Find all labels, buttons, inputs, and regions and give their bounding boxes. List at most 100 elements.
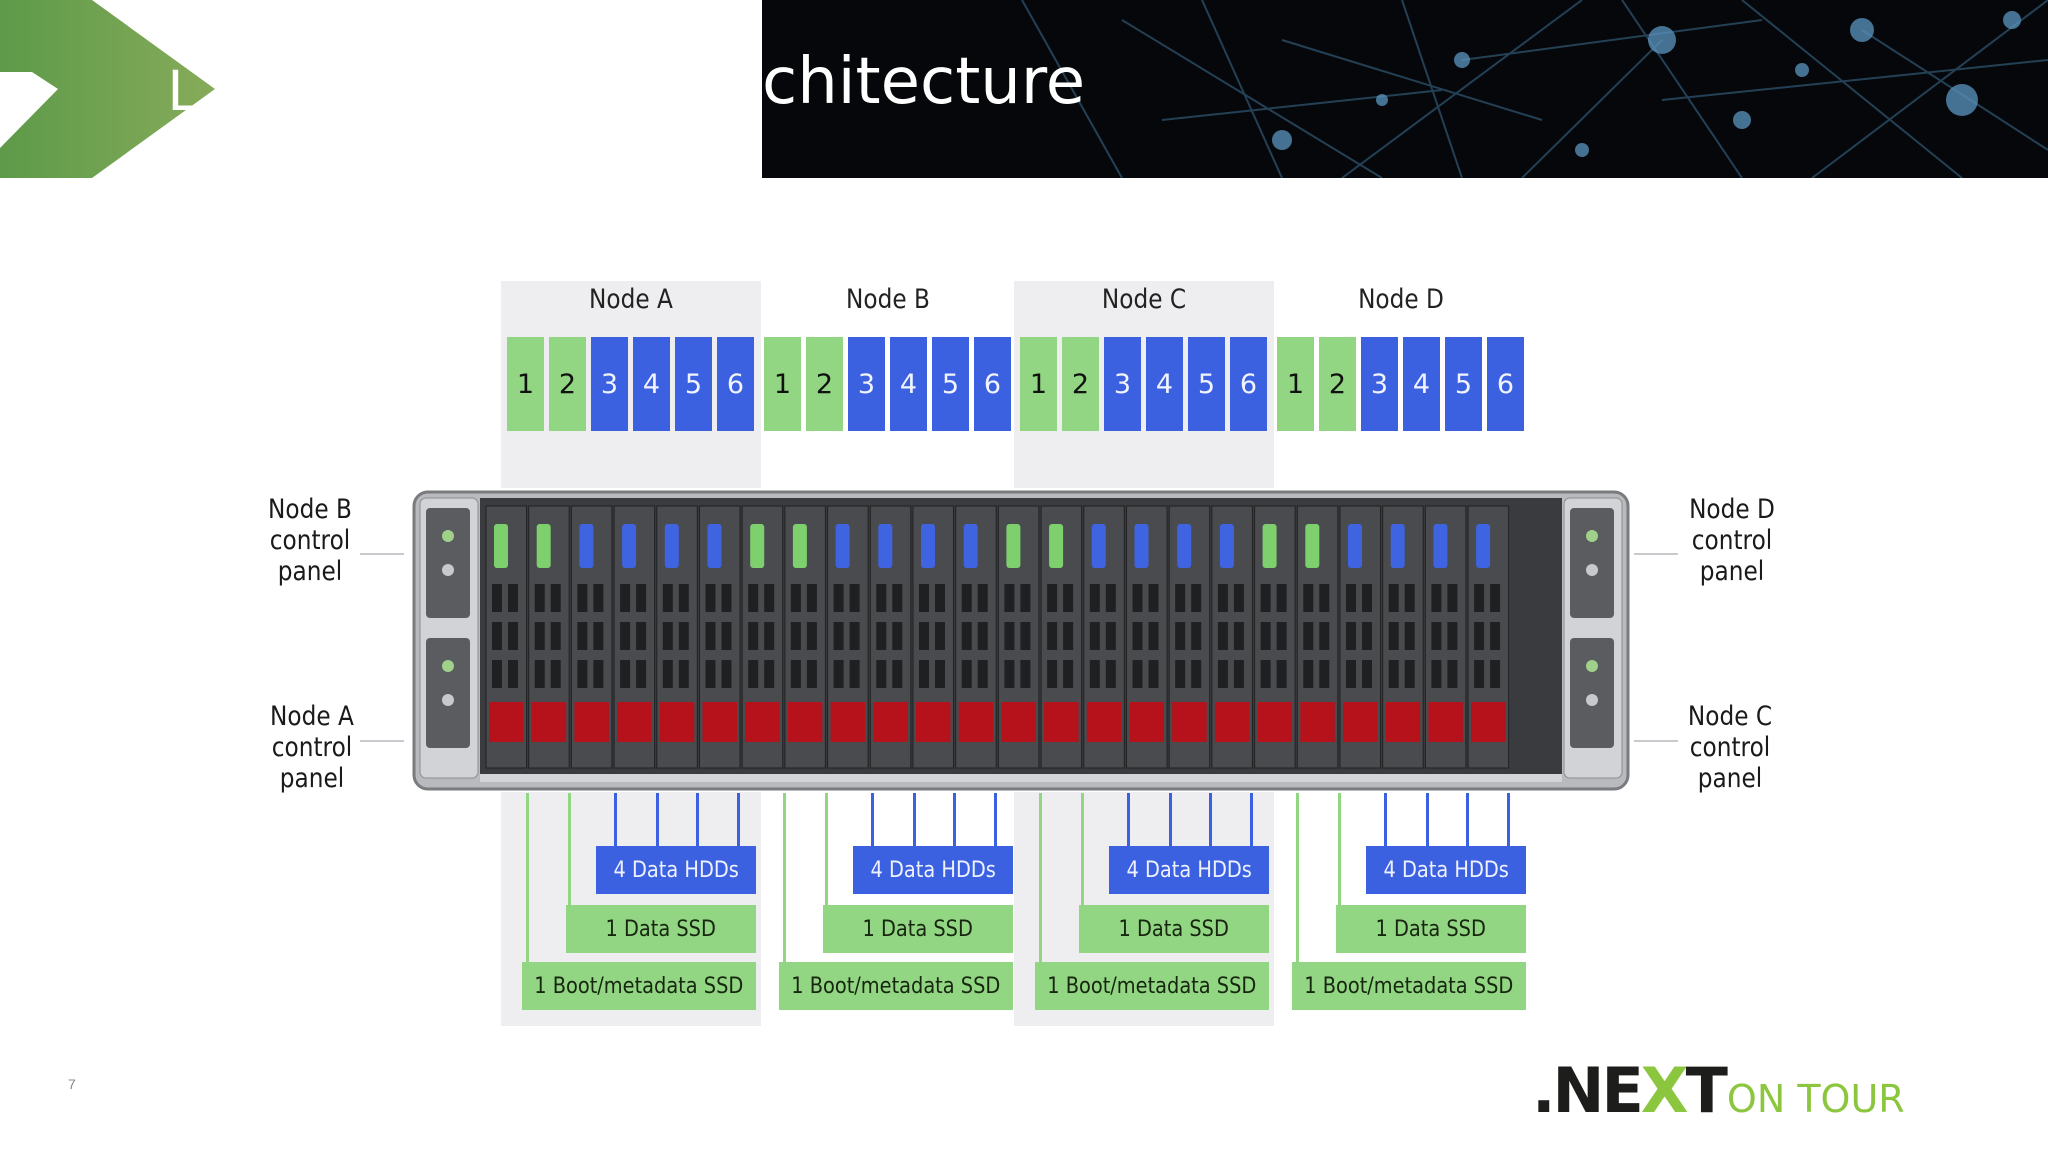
drive-latch — [1044, 702, 1079, 742]
node-a-bay-2: 2 — [549, 337, 586, 431]
hdd-tag-icon — [921, 524, 935, 568]
data-hdd-connector — [1507, 793, 1510, 849]
hdd-tag-icon — [1219, 524, 1234, 568]
hdd-tag-icon — [1091, 524, 1106, 568]
hdd-tag-icon — [1348, 524, 1362, 568]
drive-latch — [787, 702, 823, 742]
drive-latch — [1300, 702, 1335, 742]
drive-latch — [873, 702, 908, 742]
node-d-label: Node D — [1358, 284, 1444, 315]
hdd-tag-icon — [835, 524, 850, 568]
node-c-bay-3: 3 — [1104, 337, 1141, 431]
node-c-boot-ssd-box: 1 Boot/metadata SSD — [1035, 962, 1269, 1010]
node-a-control-panel-label: Node A control panel — [270, 701, 354, 794]
control-panel — [426, 508, 470, 618]
node-b-bay-5: 5 — [932, 337, 969, 431]
logo-wordmark: .NEXT — [1532, 1054, 1728, 1127]
network-graphic — [1021, 0, 2048, 178]
drive-latch — [1001, 702, 1036, 742]
node-a-bay-1: 1 — [507, 337, 544, 431]
node-b-boot-ssd-box: 1 Boot/metadata SSD — [779, 962, 1013, 1010]
node-d-data-hdds-box: 4 Data HDDs — [1366, 846, 1526, 894]
ssd-tag-icon — [750, 524, 765, 568]
drive-latch — [1385, 702, 1421, 742]
ssd-tag-icon — [1262, 524, 1277, 568]
node-b-bay-1: 1 — [764, 337, 801, 431]
node-b-bay-2: 2 — [806, 337, 843, 431]
data-hdd-connector — [994, 793, 997, 849]
node-d-boot-ssd-box: 1 Boot/metadata SSD — [1292, 962, 1526, 1010]
leader-line — [1634, 553, 1678, 555]
hdd-tag-icon — [1476, 524, 1491, 568]
node-a-bay-4: 4 — [633, 337, 670, 431]
node-b-label: Node B — [846, 284, 930, 315]
control-panel — [426, 638, 470, 748]
server-chassis-image — [412, 490, 1630, 791]
node-a-bay-6: 6 — [717, 337, 754, 431]
drive-latch — [1129, 702, 1164, 742]
button-icon — [442, 564, 454, 576]
drive-latch — [1471, 702, 1506, 742]
boot-ssd-connector — [783, 793, 786, 963]
drive-latch — [1086, 702, 1122, 742]
boot-ssd-connector — [526, 793, 529, 963]
node-d-bay-1: 1 — [1277, 337, 1314, 431]
node-b-bay-3: 3 — [848, 337, 885, 431]
data-hdd-connector — [1169, 793, 1172, 849]
drive-latch — [1214, 702, 1250, 742]
data-hdd-connector — [614, 793, 617, 849]
node-d-bay-4: 4 — [1403, 337, 1440, 431]
power-led-icon — [1586, 530, 1598, 542]
node-b-control-panel-label: Node B control panel — [268, 494, 352, 587]
node-b-bay-6: 6 — [974, 337, 1011, 431]
node-d-bay-5: 5 — [1445, 337, 1482, 431]
node-b-bay-4: 4 — [890, 337, 927, 431]
node-a-label: Node A — [589, 284, 673, 315]
data-ssd-connector — [1338, 793, 1341, 905]
drive-latch — [1343, 702, 1378, 742]
data-hdd-connector — [953, 793, 956, 849]
node-d-control-panel-label: Node D control panel — [1689, 494, 1775, 587]
next-on-tour-logo: .NEXTON TOUR — [1532, 1060, 1905, 1122]
node-a-bay-3: 3 — [591, 337, 628, 431]
button-icon — [1586, 564, 1598, 576]
node-d-bay-2: 2 — [1319, 337, 1356, 431]
boot-ssd-connector — [1296, 793, 1299, 963]
logo-tagline: ON TOUR — [1726, 1077, 1905, 1121]
data-ssd-connector — [568, 793, 571, 905]
drive-latch — [489, 702, 524, 742]
drive-latch — [531, 702, 567, 742]
data-hdd-connector — [1466, 793, 1469, 849]
chassis-bottom-rail — [480, 774, 1562, 782]
data-hdd-connector — [1426, 793, 1429, 849]
power-led-icon — [442, 530, 454, 542]
node-d-bay-3: 3 — [1361, 337, 1398, 431]
page-number: 7 — [68, 1076, 76, 1092]
leader-line — [1634, 740, 1678, 742]
hdd-tag-icon — [707, 524, 722, 568]
node-c-label: Node C — [1101, 284, 1187, 315]
control-panel — [1570, 508, 1614, 618]
hdd-tag-icon — [1134, 524, 1149, 568]
node-d-bay-6: 6 — [1487, 337, 1524, 431]
data-hdd-connector — [1127, 793, 1130, 849]
ssd-tag-icon — [494, 524, 508, 568]
node-a-boot-ssd-box: 1 Boot/metadata SSD — [522, 962, 756, 1010]
hdd-tag-icon — [963, 524, 978, 568]
node-a-bay-5: 5 — [675, 337, 712, 431]
data-ssd-connector — [1081, 793, 1084, 905]
drive-latch — [916, 702, 951, 742]
hdd-tag-icon — [579, 524, 594, 568]
button-icon — [1586, 694, 1598, 706]
node-c-bay-5: 5 — [1188, 337, 1225, 431]
node-a-data-hdds-box: 4 Data HDDs — [596, 846, 756, 894]
hdd-tag-icon — [664, 524, 679, 568]
node-c-bay-4: 4 — [1146, 337, 1183, 431]
data-hdd-connector — [696, 793, 699, 849]
drive-latch — [958, 702, 994, 742]
drive-latch — [574, 702, 609, 742]
ssd-tag-icon — [792, 524, 807, 568]
title-fragment: L — [168, 58, 201, 123]
header-banner — [762, 0, 2048, 178]
